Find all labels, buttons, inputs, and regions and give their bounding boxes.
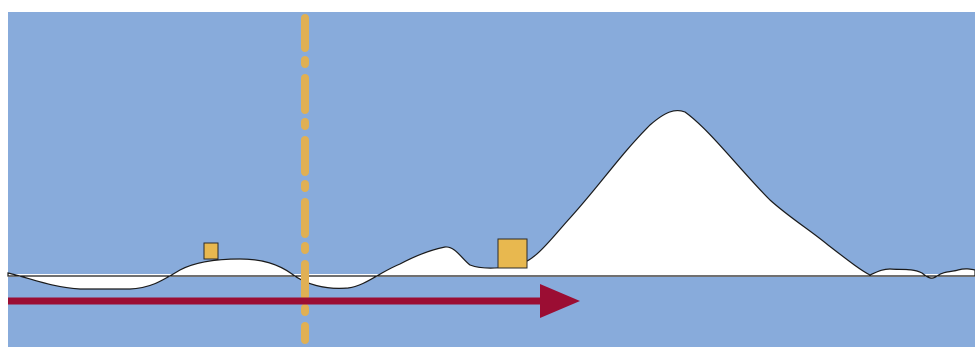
terrain-profile bbox=[7, 109, 975, 290]
sky-background bbox=[8, 12, 975, 274]
flow-arrow bbox=[8, 284, 580, 318]
small-building-icon bbox=[203, 242, 219, 260]
water-band bbox=[8, 276, 975, 347]
flow-arrow-head-icon bbox=[540, 284, 580, 318]
large-building-icon bbox=[497, 238, 528, 269]
